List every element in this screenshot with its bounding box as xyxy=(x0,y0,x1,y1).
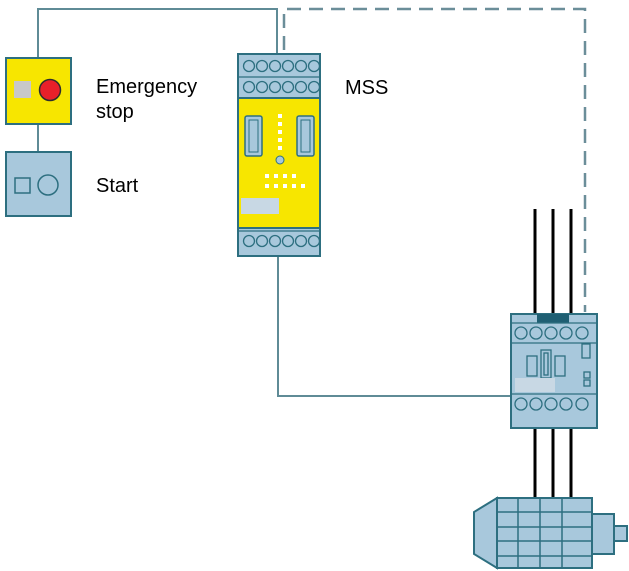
wire-mss-to-contactor xyxy=(277,256,511,397)
emergency-stop-label-line2: stop xyxy=(96,101,134,123)
mss-label: MSS xyxy=(345,77,389,99)
control-wires xyxy=(37,8,511,397)
emergency-stop-button-icon xyxy=(5,57,72,125)
emergency-stop-label-line1: Emergency xyxy=(96,76,198,98)
contactor-icon xyxy=(510,313,598,429)
start-button-icon xyxy=(5,151,72,217)
emergency-stop-label: Emergency stop xyxy=(96,75,197,125)
feedback-wire-dashed xyxy=(282,7,587,312)
start-label: Start xyxy=(96,175,139,197)
power-lines xyxy=(533,209,573,498)
modular-safety-system-icon xyxy=(237,53,321,257)
motor-icon xyxy=(473,496,628,570)
wire-estop-to-mss xyxy=(37,8,278,58)
